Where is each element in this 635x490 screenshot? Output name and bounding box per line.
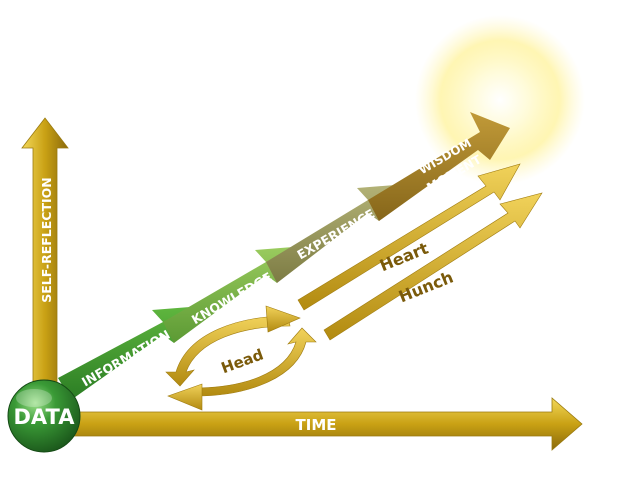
time-label: TIME xyxy=(296,416,337,434)
stage-information-arrow xyxy=(58,307,190,400)
sun-glow xyxy=(415,15,585,185)
head-label: Head xyxy=(219,345,266,377)
stage-experience-label: EXPERIENCE xyxy=(294,206,377,262)
data-label: DATA xyxy=(13,405,75,429)
y-axis-arrow xyxy=(21,117,69,421)
stage-wisdom-arrow xyxy=(368,112,510,221)
head-double-arrow xyxy=(165,305,317,411)
stage-information-label: INFORMATION xyxy=(79,327,173,390)
heart-arrow xyxy=(297,163,521,311)
data-node xyxy=(7,379,81,453)
self-reflection-label: SELF-REFLECTION xyxy=(39,177,54,303)
x-axis-arrow xyxy=(59,397,583,451)
stage-knowledge-arrow xyxy=(163,247,293,343)
stage-experience-arrow xyxy=(266,185,395,283)
stage-chevrons xyxy=(58,112,510,400)
hunch-arrow xyxy=(323,192,543,341)
